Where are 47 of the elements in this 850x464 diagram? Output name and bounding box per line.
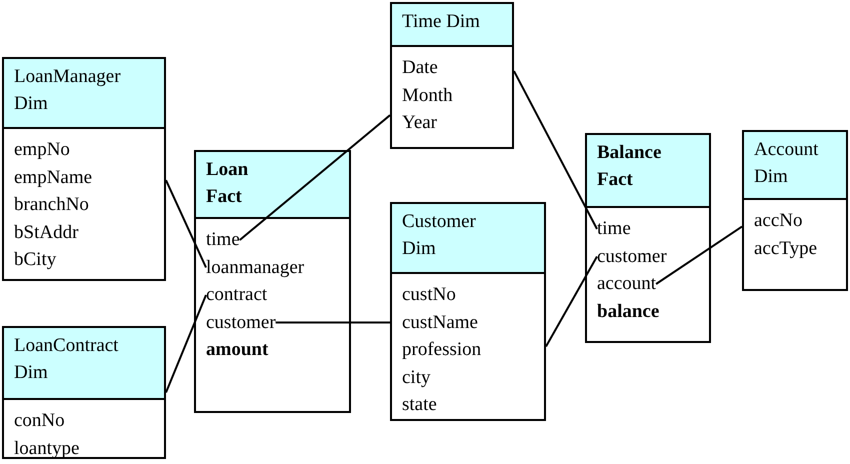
attribute-text: Month: [402, 82, 453, 108]
attribute-text: city: [402, 364, 430, 390]
connector-line: [239, 114, 391, 241]
table-title: Balance Fact: [597, 141, 662, 192]
connector-line: [656, 226, 743, 285]
table-title: LoanManager Dim: [14, 65, 122, 116]
attribute-text: custNo: [402, 282, 456, 308]
connector-line: [165, 294, 207, 393]
attribute-text: customer: [597, 244, 667, 270]
table-title: LoanContract Dim: [14, 334, 120, 385]
attribute-text: branchNo: [14, 192, 89, 218]
table-title: Account Dim: [754, 138, 820, 189]
connector-line: [513, 70, 598, 230]
attribute-text: empName: [14, 164, 92, 190]
attribute-text: empNo: [14, 137, 70, 163]
table-box: [2, 326, 166, 459]
attribute-text: state: [402, 392, 437, 418]
attribute-text: conNo: [14, 408, 65, 434]
attribute-text: accNo: [754, 208, 803, 234]
attribute-text: Date: [402, 55, 438, 81]
connector-line: [545, 256, 598, 348]
attribute-text: account: [597, 271, 656, 297]
table-title: Loan Fact: [206, 158, 250, 209]
attribute-text: customer: [206, 310, 276, 336]
attribute-text: profession: [402, 337, 482, 363]
table-box: [194, 150, 351, 413]
attribute-text: custName: [402, 310, 478, 336]
attribute-text: contract: [206, 282, 268, 308]
attribute-text: bStAddr: [14, 220, 78, 246]
table-box: [390, 2, 514, 149]
attribute-text: time: [206, 227, 240, 253]
attribute-text: accType: [754, 236, 818, 262]
table-box: [585, 133, 711, 343]
attribute-text: Year: [402, 110, 438, 136]
attribute-text: time: [597, 216, 631, 242]
table-title: Customer Dim: [402, 210, 477, 261]
table-box: [742, 130, 848, 291]
measure-attribute: balance: [597, 298, 660, 324]
table-box: [390, 202, 546, 421]
table-title: Time Dim: [402, 10, 481, 34]
measure-attribute: amount: [206, 337, 268, 363]
attribute-text: loanmanager: [206, 254, 304, 280]
table-box: [2, 57, 166, 281]
connector-line: [165, 180, 207, 268]
attribute-text: loantype: [14, 436, 80, 462]
attribute-text: bCity: [14, 247, 56, 273]
connector-line: [276, 321, 390, 324]
